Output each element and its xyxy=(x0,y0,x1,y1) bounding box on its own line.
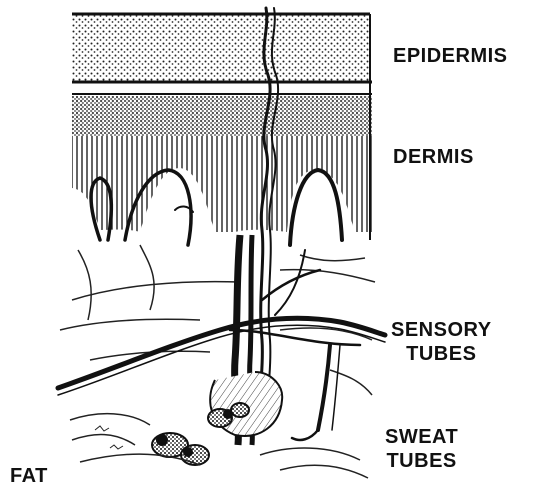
sensory-tubes-label: SENSORY TUBES xyxy=(391,318,492,366)
dermis-label: DERMIS xyxy=(393,145,474,169)
sensory-tubes-label-line2: TUBES xyxy=(391,342,492,366)
epidermis-label: EPIDERMIS xyxy=(393,44,508,68)
sweat-tubes-label-line2: TUBES xyxy=(385,449,458,473)
sweat-tubes-label: SWEAT TUBES xyxy=(385,425,458,473)
sweat-tubes-label-line1: SWEAT xyxy=(385,425,458,449)
fat-label: FAT xyxy=(10,464,48,488)
sweat-tubes xyxy=(292,345,340,440)
epidermis-layer xyxy=(72,14,372,94)
sensory-tubes-label-line1: SENSORY xyxy=(391,318,492,342)
